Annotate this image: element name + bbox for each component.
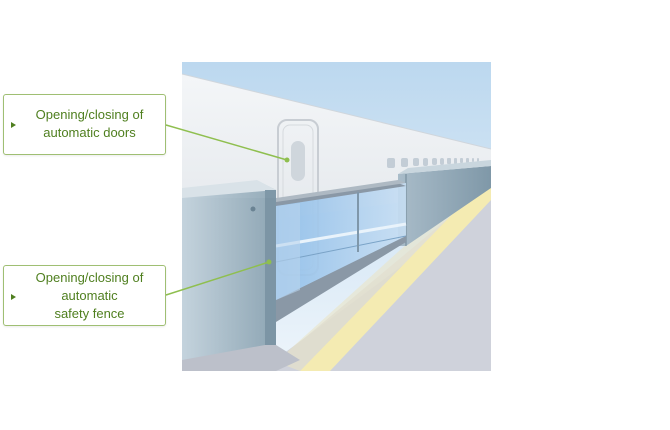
callout-fence-line-1: Opening/closing of [35,270,144,285]
train-windows [387,158,479,168]
automatic-safety-fence [275,180,407,322]
leader-line-fence [165,259,272,296]
triangle-bullet-icon [11,294,16,300]
callout-doors-line-1: Opening/closing of [35,107,144,122]
callout-automatic-safety-fence: Opening/closing of automatic safety fenc… [3,265,166,326]
callout-automatic-doors: Opening/closing of automatic doors [3,94,166,155]
callout-fence-line-2: automatic [61,288,118,303]
callout-fence-line-3: safety fence [54,306,125,321]
fence-gate-post [182,180,300,371]
leader-line-doors [165,124,290,163]
triangle-bullet-icon [11,122,16,128]
yellow-safety-line [300,188,491,371]
callout-doors-line-2: automatic doors [43,125,136,140]
